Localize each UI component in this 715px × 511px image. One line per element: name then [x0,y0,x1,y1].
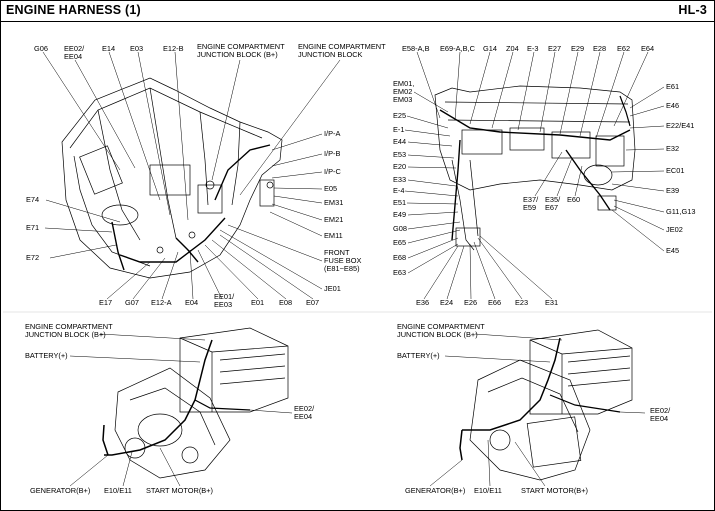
label-e39: E39 [666,186,680,195]
label-e46: E46 [666,101,680,110]
label-e60: E60 [567,195,581,204]
view1-engine-compartment [61,77,283,279]
label-ee01-ee03: EE01/ EE03 [214,292,235,309]
view4-leaders [429,333,646,487]
page-header: ENGINE HARNESS (1) HL-3 [0,0,715,22]
label-e32: E32 [666,144,680,153]
label-ip-a: I/P-A [324,129,341,138]
label-e29: E29 [571,44,585,53]
label-e35-e67: E35/ E67 [545,195,561,212]
label-e37-e59: E37/ E59 [523,195,539,212]
label-e27: E27 [548,44,562,53]
label-em31: EM31 [324,198,344,207]
label-e28: E28 [593,44,607,53]
view2-leaders [404,51,665,300]
view3-battery-engine [102,327,289,479]
label-e14: E14 [102,44,116,53]
label-z04: Z04 [506,44,519,53]
label-ee02-ee04: EE02/ EE04 [64,44,85,61]
label-e33: E33 [393,175,407,184]
label-v3-ecjb-bplus: ENGINE COMPARTMENT JUNCTION BLOCK (B+) [25,322,113,339]
label-e45: E45 [666,246,680,255]
view3-leaders [69,333,293,487]
label-g14: G14 [483,44,497,53]
label-v4-ee02-ee04: EE02/ EE04 [650,406,671,423]
label-e68: E68 [393,253,407,262]
label-g07: G07 [125,298,139,307]
label-e26: E26 [464,298,478,307]
label-e64: E64 [641,44,655,53]
label-v3-battery: BATTERY(+) [25,351,68,360]
label-e12b: E12-B [163,44,184,53]
label-e69: E69-A,B,C [440,44,475,53]
label-e63: E63 [393,268,407,277]
label-e04: E04 [185,298,199,307]
label-e3: E-3 [527,44,539,53]
label-g11-g13: G11,G13 [666,207,696,216]
label-g06: G06 [34,44,48,53]
label-e24: E24 [440,298,454,307]
label-em01-em03: EM01, EM02 EM03 [393,79,415,104]
label-e66: E66 [488,298,502,307]
label-v3-start-motor: START MOTOR(B+) [146,486,214,495]
label-e44: E44 [393,137,407,146]
label-v4-start-motor: START MOTOR(B+) [521,486,589,495]
label-front-fuse-box: FRONT FUSE BOX (E81~E85) [324,248,362,273]
label-e22-e41: E22/E41 [666,121,695,130]
label-ecjb: ENGINE COMPARTMENT JUNCTION BLOCK [298,42,386,59]
label-ip-b: I/P-B [324,149,341,158]
label-ip-c: I/P-C [324,167,341,176]
label-em11: EM11 [324,231,343,240]
label-e61: E61 [666,82,680,91]
label-e62: E62 [617,44,631,53]
view2-engine-top [434,85,636,251]
label-e08: E08 [279,298,293,307]
label-v3-generator: GENERATOR(B+) [30,486,91,495]
label-je01: JE01 [324,284,341,293]
label-e23: E23 [515,298,529,307]
label-v3-ee02-ee04: EE02/ EE04 [294,404,315,421]
label-e71: E71 [26,223,40,232]
label-v3-e10-e11: E10/E11 [104,486,132,495]
label-e53: E53 [393,150,407,159]
label-v4-generator: GENERATOR(B+) [405,486,466,495]
label-e12a: E12-A [151,298,172,307]
label-e65: E65 [393,238,407,247]
label-e17: E17 [99,298,113,307]
label-e4: E-4 [393,186,405,195]
label-e72: E72 [26,253,40,262]
label-e31: E31 [545,298,559,307]
label-e49: E49 [393,210,407,219]
label-e36: E36 [416,298,430,307]
label-e01: E01 [251,298,265,307]
label-ec01: EC01 [666,166,685,175]
view4-battery-engine [459,329,633,481]
label-v4-ecjb-bplus: ENGINE COMPARTMENT JUNCTION BLOCK (B+) [397,322,485,339]
label-e25: E25 [393,111,407,120]
label-v4-battery: BATTERY(+) [397,351,440,360]
page-number: HL-3 [678,3,707,17]
label-e20: E20 [393,162,407,171]
label-je02: JE02 [666,225,683,234]
label-em21: EM21 [324,215,344,224]
label-e51: E51 [393,198,407,207]
label-ecjb-bplus: ENGINE COMPARTMENT JUNCTION BLOCK (B+) [197,42,285,59]
label-e03: E03 [130,44,144,53]
label-v4-e10-e11: E10/E11 [474,486,502,495]
label-e07: E07 [306,298,320,307]
label-e05: E05 [324,184,338,193]
label-e74: E74 [26,195,40,204]
page-title: ENGINE HARNESS (1) [6,3,141,17]
label-e58: E58-A,B [402,44,430,53]
view1-leaders [42,51,341,300]
label-g08: G08 [393,224,407,233]
label-e1: E-1 [393,125,405,134]
